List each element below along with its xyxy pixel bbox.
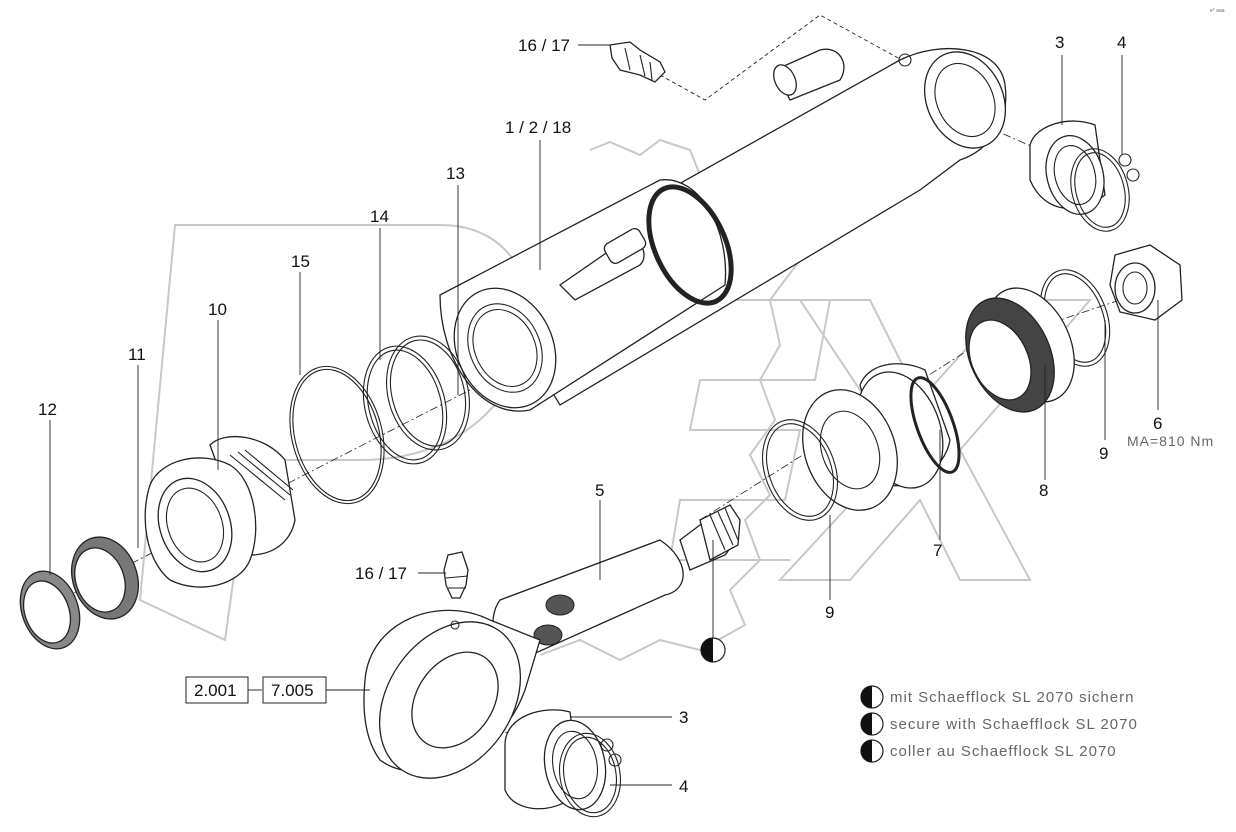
legend-german: mit Schaefflock SL 2070 sichern: [890, 689, 1134, 706]
label-9-right: 9: [1099, 444, 1108, 463]
label-16-17-bottom: 16 / 17: [355, 564, 407, 583]
label-4-top: 4: [1117, 33, 1126, 52]
label-13: 13: [446, 164, 465, 183]
label-16-17-top: 16 / 17: [518, 36, 570, 55]
label-8: 8: [1039, 481, 1048, 500]
label-3-bottom: 3: [679, 708, 688, 727]
label-9-mid: 9: [825, 603, 834, 622]
ring-12: [19, 570, 81, 650]
bearing-bush-bottom: [504, 709, 607, 811]
label-14: 14: [370, 207, 389, 226]
piston: [802, 363, 961, 511]
legend-french: coller au Schaefflock SL 2070: [890, 743, 1117, 760]
bearing-bush-top: [1029, 120, 1106, 215]
reference-2001: 2.001: [194, 681, 237, 700]
label-3-top: 3: [1055, 33, 1064, 52]
cylinder-head-gland: [144, 435, 296, 588]
label-15: 15: [291, 252, 310, 271]
leader-lines: [49, 44, 1159, 786]
seal-ring-mid: [762, 419, 838, 521]
piston-rod: [492, 504, 741, 661]
grease-nipple-top: [609, 41, 666, 83]
circlip-bottom: [559, 732, 622, 818]
label-4-bottom: 4: [679, 777, 688, 796]
threadlock-legend: mit Schaefflock SL 2070 sichern secure w…: [860, 685, 1138, 763]
label-10: 10: [208, 300, 227, 319]
rod-eye: [363, 609, 541, 779]
corner-code: e° aaa: [1210, 8, 1225, 14]
o-ring-15: [289, 365, 385, 505]
label-6: 6: [1153, 414, 1162, 433]
grease-nipple-bottom: [443, 551, 469, 599]
backup-ring-13: [385, 335, 471, 451]
piston-ring-8: [965, 287, 1075, 413]
threadlock-symbol-rod: [700, 637, 726, 663]
wiper-11: [71, 536, 139, 620]
label-7: 7: [933, 541, 942, 560]
seal-14: [362, 345, 448, 465]
legend-english: secure with Schaefflock SL 2070: [890, 716, 1138, 733]
label-11: 11: [128, 345, 146, 364]
label-12: 12: [38, 400, 57, 419]
nut: [1109, 244, 1183, 321]
reference-7005: 7.005: [271, 681, 314, 700]
label-1-2-18: 1 / 2 / 18: [505, 118, 571, 137]
torque-spec: MA=810 Nm: [1127, 433, 1214, 449]
reference-box-2001: 2.001: [185, 676, 249, 704]
label-5: 5: [595, 481, 604, 500]
reference-box-7005: 7.005: [262, 676, 327, 704]
cylinder-tube: [439, 47, 1007, 412]
circlip-top: [1070, 148, 1140, 232]
